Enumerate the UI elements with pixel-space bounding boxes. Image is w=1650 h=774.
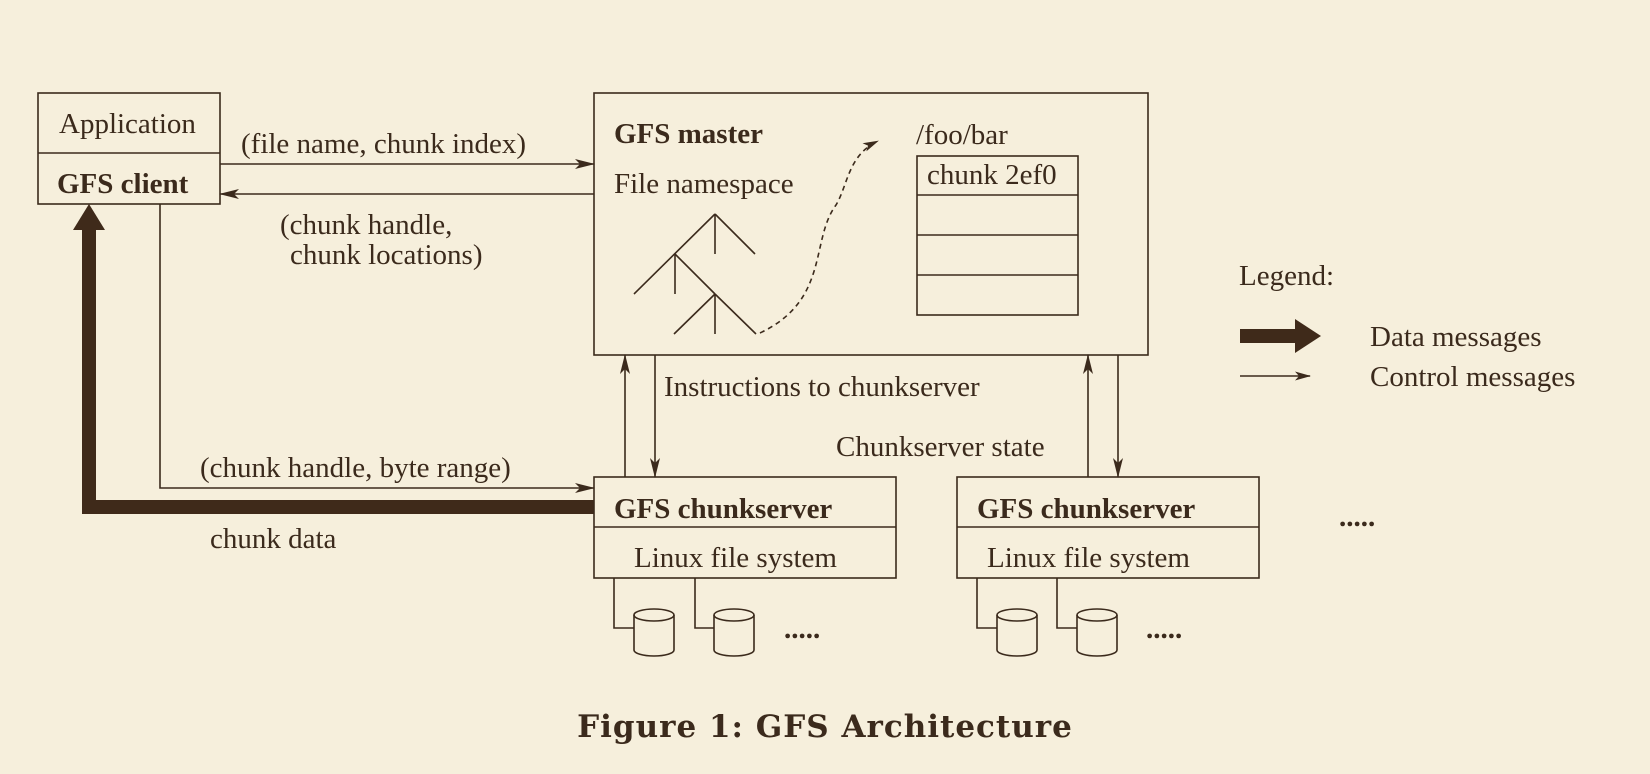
chunkserver-box-2: GFS chunkserver Linux file system bbox=[956, 476, 1260, 579]
data-request-label: (chunk handle, byte range) bbox=[200, 452, 511, 484]
linux-fs-label-2: Linux file system bbox=[987, 542, 1190, 574]
more-chunkservers: ..... bbox=[1339, 501, 1375, 533]
chunkserver-title-2: GFS chunkserver bbox=[977, 493, 1195, 525]
state-label: Chunkserver state bbox=[836, 431, 1045, 463]
namespace-tree-icon bbox=[633, 213, 757, 335]
disk-icon bbox=[1076, 608, 1118, 657]
figure-caption: Figure 1: GFS Architecture bbox=[577, 709, 1073, 745]
legend-control-label: Control messages bbox=[1370, 361, 1575, 393]
master-title: GFS master bbox=[614, 118, 763, 150]
chunkserver-box-1: GFS chunkserver Linux file system bbox=[593, 476, 897, 579]
handle-reply-label-2: chunk locations) bbox=[290, 239, 482, 271]
legend-data-label: Data messages bbox=[1370, 321, 1542, 353]
chunkserver-title-1: GFS chunkserver bbox=[614, 493, 832, 525]
gfs-client-label: GFS client bbox=[57, 168, 189, 200]
data-request-arrow bbox=[159, 204, 595, 493]
instructions-label: Instructions to chunkserver bbox=[664, 371, 980, 403]
application-label: Application bbox=[59, 108, 196, 140]
file-namespace-label: File namespace bbox=[614, 168, 794, 200]
linux-fs-label-1: Linux file system bbox=[634, 542, 837, 574]
more-disks-1: ..... bbox=[784, 613, 820, 645]
disk-icon bbox=[996, 608, 1038, 657]
client-box: Application GFS client bbox=[37, 92, 221, 205]
disk-icon bbox=[633, 608, 675, 657]
master-box: GFS master File namespace /foo/bar chunk… bbox=[593, 92, 1149, 356]
chunk-id-label: chunk 2ef0 bbox=[927, 159, 1057, 191]
legend-thick-arrowhead bbox=[1295, 319, 1321, 353]
chunk-data-arrowhead bbox=[73, 204, 105, 230]
more-disks-2: ..... bbox=[1146, 613, 1182, 645]
lookup-dashed-arrow bbox=[759, 140, 879, 334]
legend-title: Legend: bbox=[1239, 260, 1334, 292]
chunk-data-arrow bbox=[82, 228, 594, 514]
chunk-table: chunk 2ef0 bbox=[916, 155, 1079, 316]
file-path-label: /foo/bar bbox=[916, 119, 1008, 151]
disks-1: ..... bbox=[613, 578, 820, 657]
file-request-label: (file name, chunk index) bbox=[241, 128, 526, 160]
legend: Legend: Data messages Control messages bbox=[1239, 260, 1575, 393]
chunk-data-label: chunk data bbox=[210, 523, 337, 555]
disks-2: ..... bbox=[976, 578, 1182, 657]
handle-reply-label-1: (chunk handle, bbox=[280, 209, 452, 241]
disk-icon bbox=[713, 608, 755, 657]
